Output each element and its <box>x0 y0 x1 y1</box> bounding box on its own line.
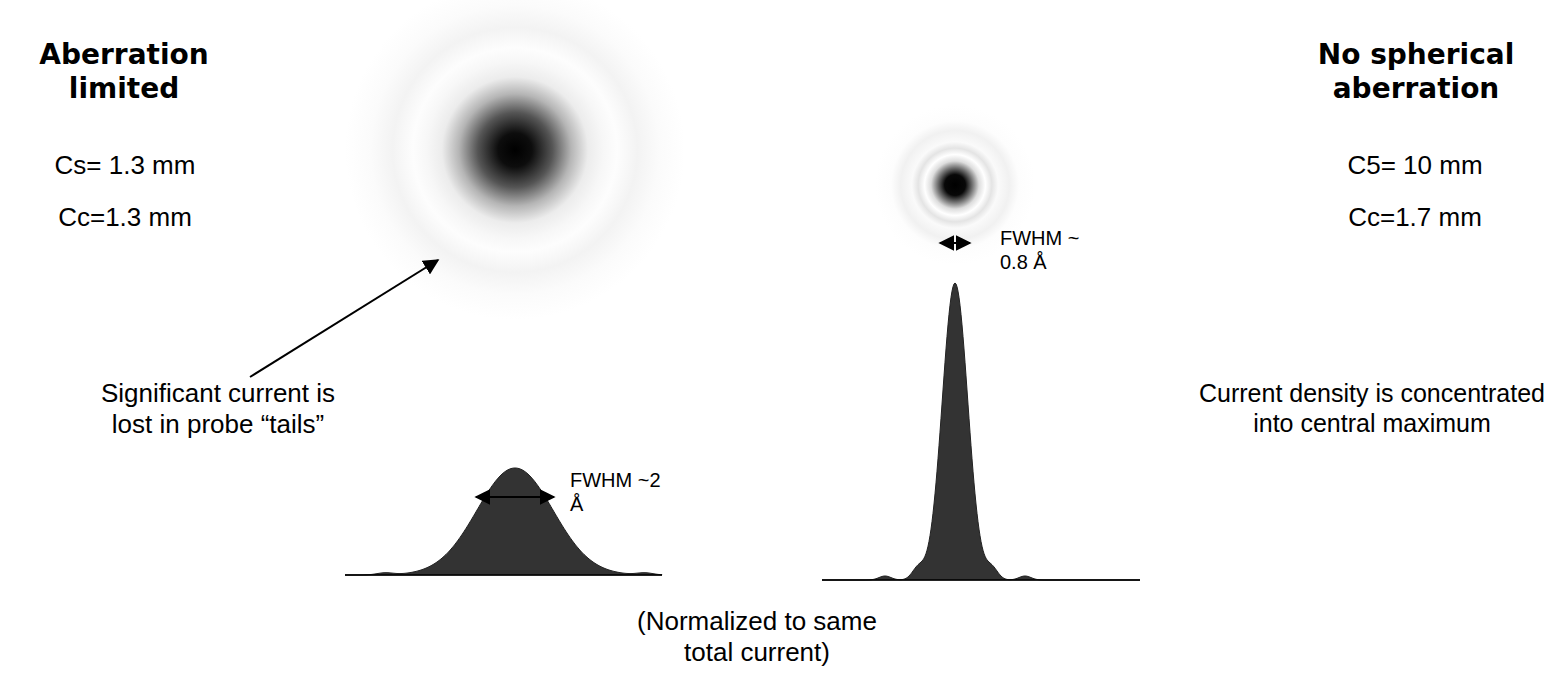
profile-baseline <box>822 579 1140 581</box>
panel-heading: Aberration limited <box>4 38 244 105</box>
aberrated-probe-image <box>345 0 685 320</box>
fwhm-arrow <box>940 242 970 244</box>
annotation-note: Current density is concentrated into cen… <box>1196 378 1548 438</box>
aberration-coefficient: Cs= 1.3 mm <box>20 150 230 181</box>
fwhm-label: FWHM ~ 0.8 Å <box>1000 226 1100 274</box>
aberration-coefficient: Cc=1.3 mm <box>20 202 230 233</box>
leader-arrow <box>250 260 438 377</box>
corrected-probe-profile <box>822 283 1140 580</box>
fwhm-arrow <box>476 496 554 498</box>
aberration-coefficient: C5= 10 mm <box>1310 150 1520 181</box>
aberration-coefficient: Cc=1.7 mm <box>1310 202 1520 233</box>
fwhm-label: FWHM ~2 Å <box>570 468 670 516</box>
panel-heading: No spherical aberration <box>1288 38 1544 105</box>
annotation-note: Significant current is lost in probe “ta… <box>96 378 340 440</box>
profile-baseline <box>345 574 662 576</box>
normalization-note: (Normalized to same total current) <box>612 606 902 668</box>
